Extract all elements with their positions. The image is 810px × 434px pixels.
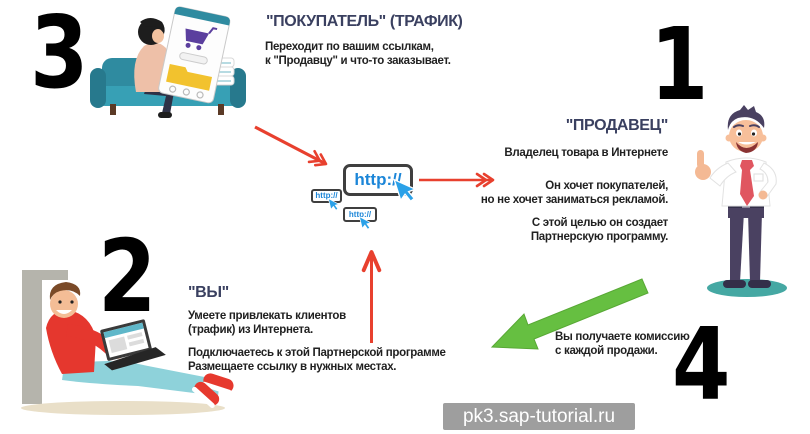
buyer-title: "ПОКУПАТЕЛЬ" (ТРАФИК) xyxy=(266,13,463,30)
folder-icon xyxy=(166,63,213,91)
cursor-icon xyxy=(393,178,418,203)
commission-text: Вы получаете комиссию с каждой продажи. xyxy=(555,330,690,358)
arrow-buyer-to-link xyxy=(254,125,328,167)
you-line: (трафик) из Интернета. xyxy=(188,324,313,336)
step-number-4: 4 xyxy=(672,306,731,423)
you-line: Подключаетесь к этой Партнерской програм… xyxy=(188,347,446,359)
shopping-cart-icon xyxy=(185,27,218,51)
step-number-2: 2 xyxy=(98,218,157,335)
wall xyxy=(22,270,68,404)
cursor-icon xyxy=(358,215,372,230)
seller-shadow xyxy=(707,279,787,297)
watermark: pk3.sap-tutorial.ru xyxy=(443,403,635,430)
seller-person xyxy=(695,105,777,288)
green-commission-arrow xyxy=(490,278,649,350)
thumbs-up-icon xyxy=(695,150,711,180)
url-badge-small-bottom: http:// xyxy=(343,207,377,222)
buyer-line: к "Продавцу" и что-то заказывает. xyxy=(265,55,451,67)
tablet-screen xyxy=(158,6,231,104)
laptop-icon xyxy=(100,319,166,371)
you-title: "ВЫ" xyxy=(188,284,229,301)
you-line: Умеете привлекать клиентов xyxy=(188,310,346,322)
seller-line: Владелец товара в Интернете xyxy=(504,147,668,159)
buyer-illustration xyxy=(90,6,246,118)
buyer-text: Переходит по вашим ссылкам, к "Продавцу"… xyxy=(265,40,451,68)
you-line: Размещаете ссылку в нужных местах. xyxy=(188,361,397,373)
seller-line: Партнерскую программу. xyxy=(530,231,668,243)
seller-line: но не хочет заниматься рекламой. xyxy=(480,194,668,206)
tie xyxy=(740,160,754,206)
url-badge-small-left: http:// xyxy=(311,189,342,203)
commission-line: Вы получаете комиссию xyxy=(555,331,690,343)
you-block: "ВЫ" Умеете привлекать клиентов (трафик)… xyxy=(188,283,446,374)
step-number-1: 1 xyxy=(650,6,709,123)
step-number-3: 3 xyxy=(30,0,89,111)
seller-line: Он хочет покупателей, xyxy=(545,180,668,192)
seller-title: "ПРОДАВЕЦ" xyxy=(565,117,669,134)
url-badge-main: http:// xyxy=(343,164,413,196)
seller-block: "ПРОДАВЕЦ" Владелец товара в Интернете О… xyxy=(481,116,668,244)
buyer-line: Переходит по вашим ссылкам, xyxy=(265,41,434,53)
commission-line: с каждой продажи. xyxy=(555,345,658,357)
ground-shadow xyxy=(21,401,225,415)
you-illustration xyxy=(21,270,234,415)
cursor-icon xyxy=(327,197,340,211)
seller-illustration xyxy=(695,105,787,297)
seller-line: С этой целью он создает xyxy=(531,217,668,229)
